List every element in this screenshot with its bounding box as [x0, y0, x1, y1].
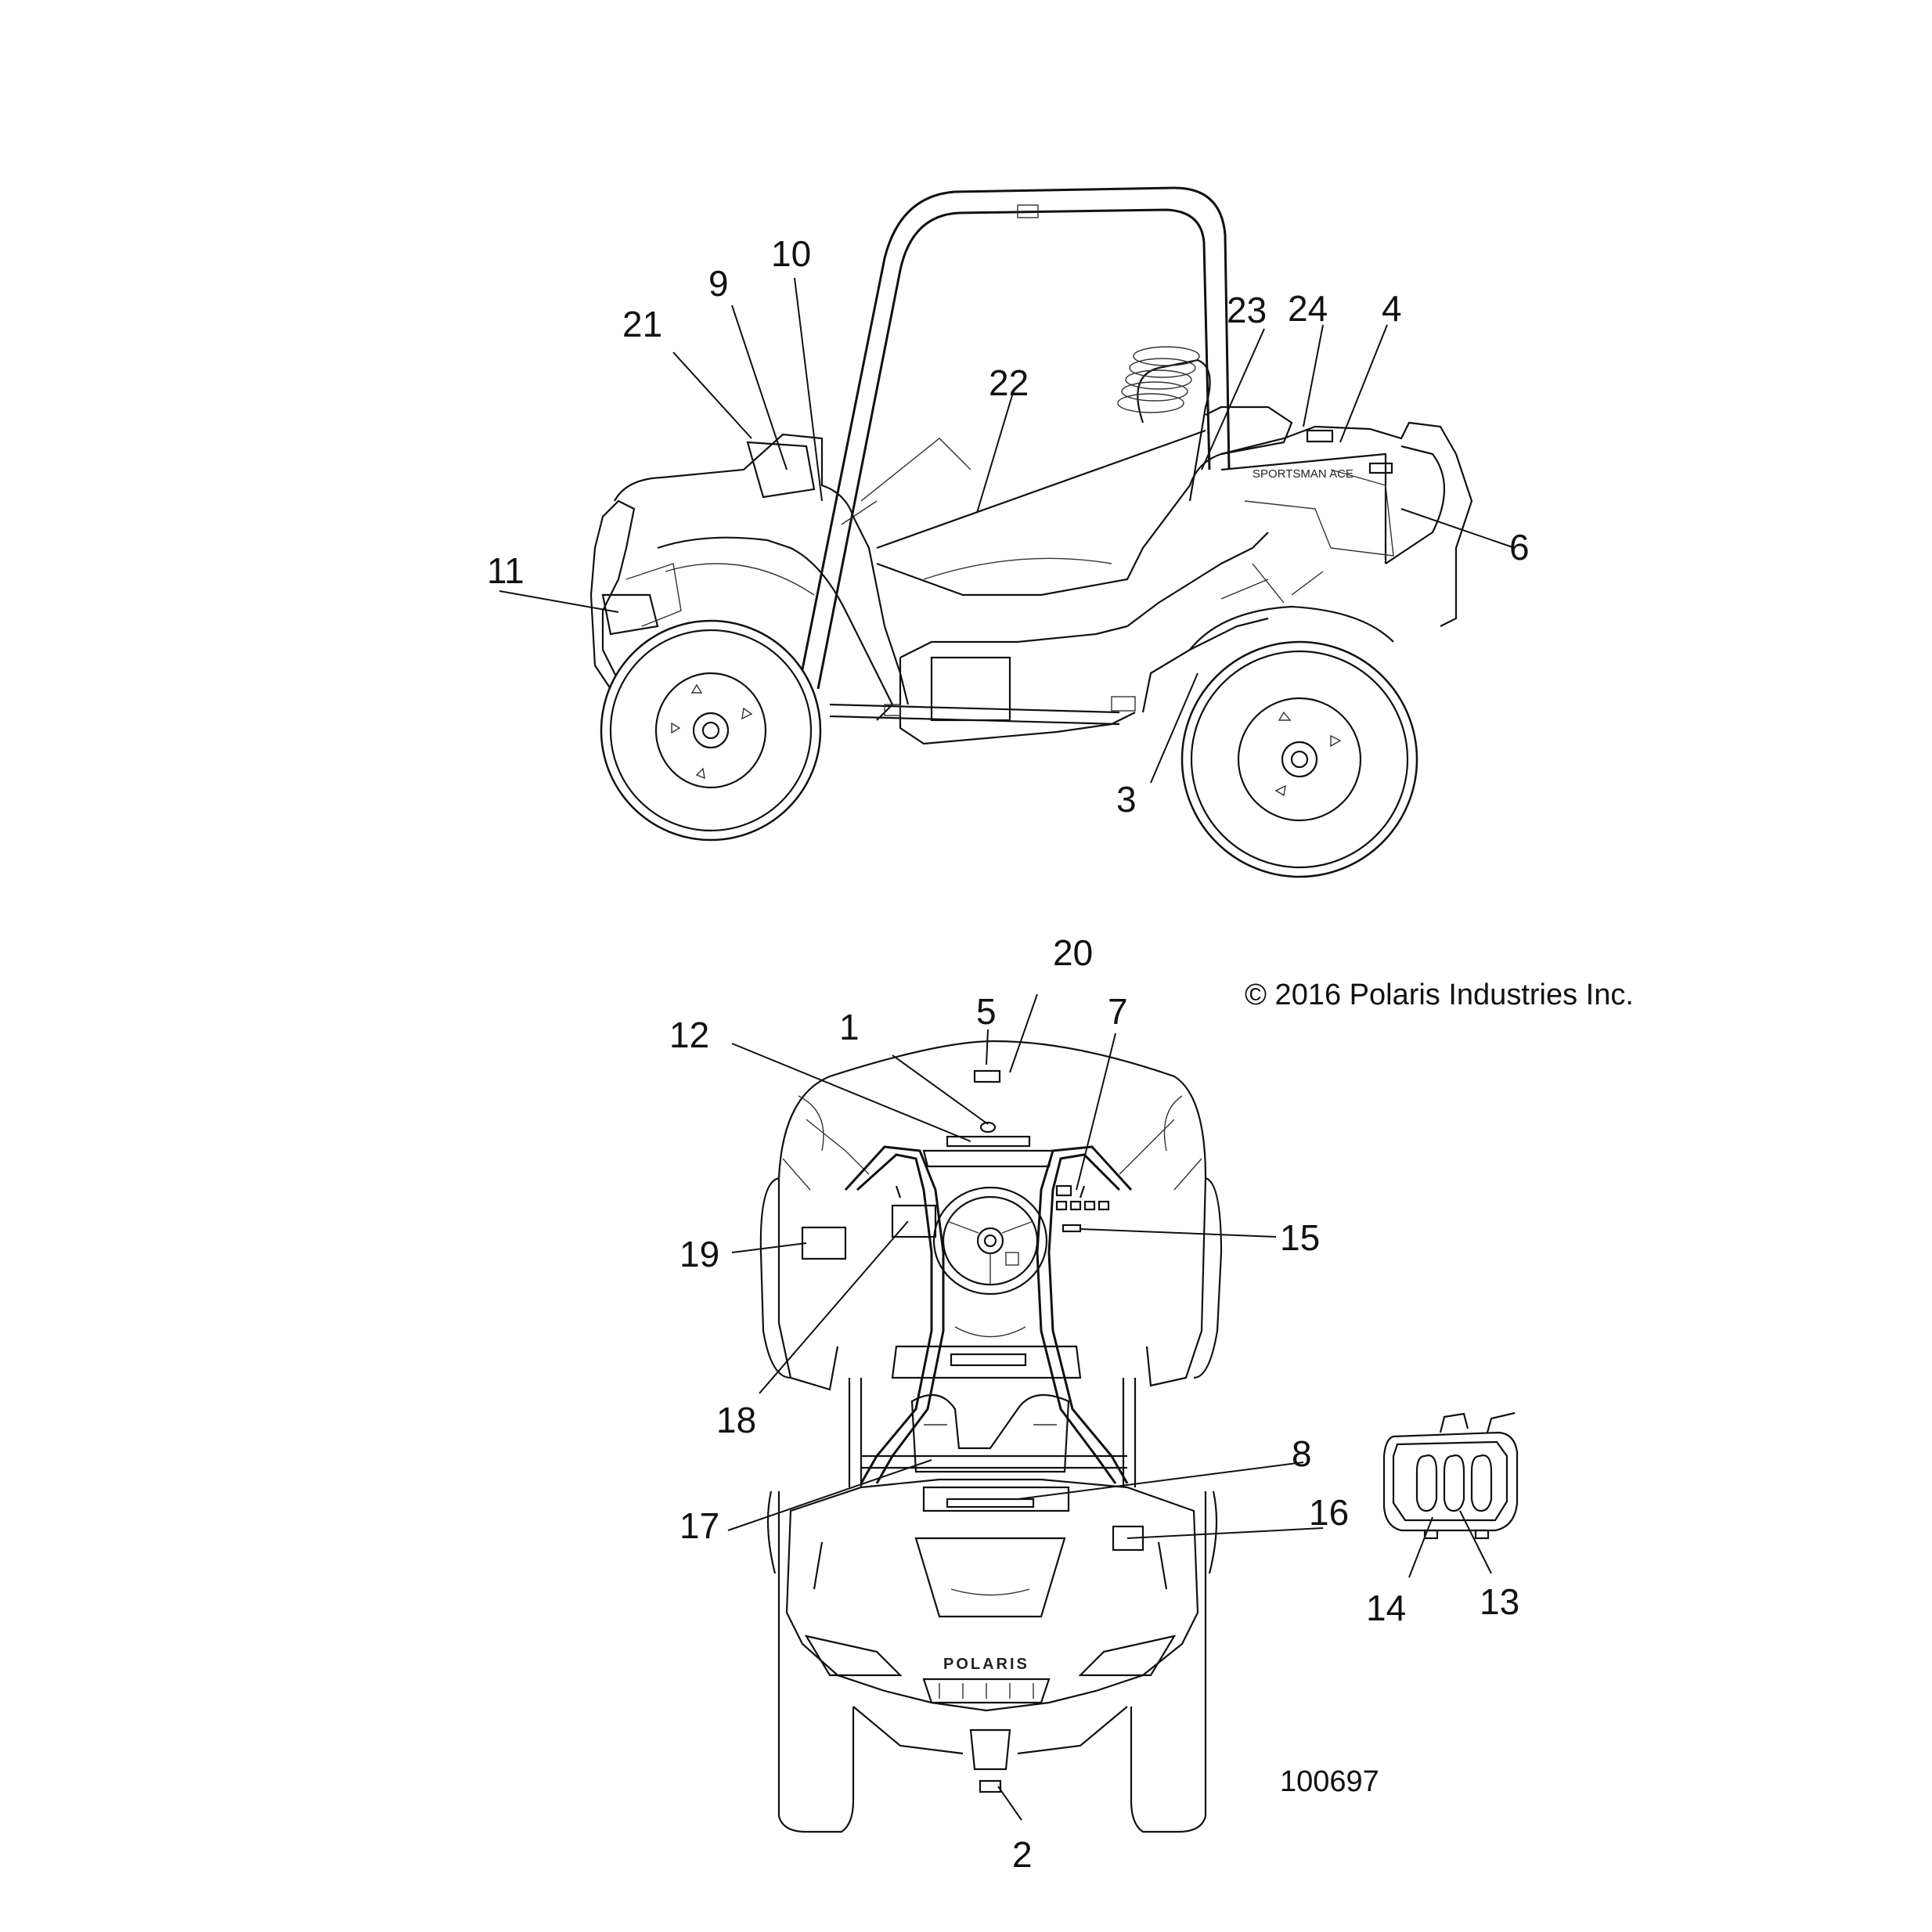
callout-4: 4 [1382, 288, 1402, 329]
steering-wheel [932, 1186, 1048, 1296]
callout-1: 1 [839, 1007, 860, 1047]
callout-numbers: 1 2 3 4 5 6 7 8 9 10 11 12 13 14 15 16 1… [487, 233, 1530, 1875]
callout-9: 9 [708, 263, 729, 304]
copyright-text: © 2016 Polaris Industries Inc. [1245, 979, 1634, 1011]
callout-17: 17 [679, 1505, 719, 1546]
main-body [876, 406, 1293, 597]
top-view-vehicle: POLARIS [759, 1040, 1223, 1833]
callout-7: 7 [1108, 991, 1128, 1032]
leader-lines [499, 277, 1516, 1821]
callout-24: 24 [1288, 288, 1328, 329]
side-roll-cage [797, 186, 1231, 690]
callout-23: 23 [1227, 290, 1267, 330]
callout-12: 12 [669, 1015, 709, 1055]
callout-11: 11 [487, 550, 524, 591]
callout-13: 13 [1480, 1581, 1519, 1622]
callout-15: 15 [1280, 1217, 1320, 1258]
side-rear-wheel [1180, 640, 1418, 878]
callout-8: 8 [1292, 1433, 1312, 1474]
top-front-body [785, 1478, 1199, 1712]
callout-21: 21 [622, 304, 662, 344]
callout-3: 3 [1116, 779, 1137, 820]
front-body [614, 433, 910, 705]
front-badge-text: POLARIS [943, 1656, 1029, 1673]
callout-16: 16 [1309, 1492, 1349, 1533]
callout-5: 5 [976, 991, 997, 1032]
callout-18: 18 [716, 1400, 756, 1440]
callout-6: 6 [1509, 527, 1530, 568]
fuel-tank-inset [1382, 1411, 1519, 1540]
side-front-wheel [600, 619, 822, 842]
callout-14: 14 [1366, 1588, 1406, 1628]
figure-number: 100697 [1280, 1765, 1379, 1798]
side-decal-text: SPORTSMAN ACE [1253, 467, 1353, 481]
callout-2: 2 [1012, 1834, 1033, 1875]
callout-10: 10 [771, 233, 811, 274]
callout-22: 22 [989, 362, 1029, 403]
top-roll-cage [844, 1145, 945, 1484]
rear-body [1220, 421, 1473, 627]
top-rear-body [777, 1040, 1207, 1387]
callout-19: 19 [679, 1234, 719, 1274]
callout-20: 20 [1053, 932, 1093, 973]
side-view-vehicle: SPORTSMAN ACE [589, 186, 1473, 878]
